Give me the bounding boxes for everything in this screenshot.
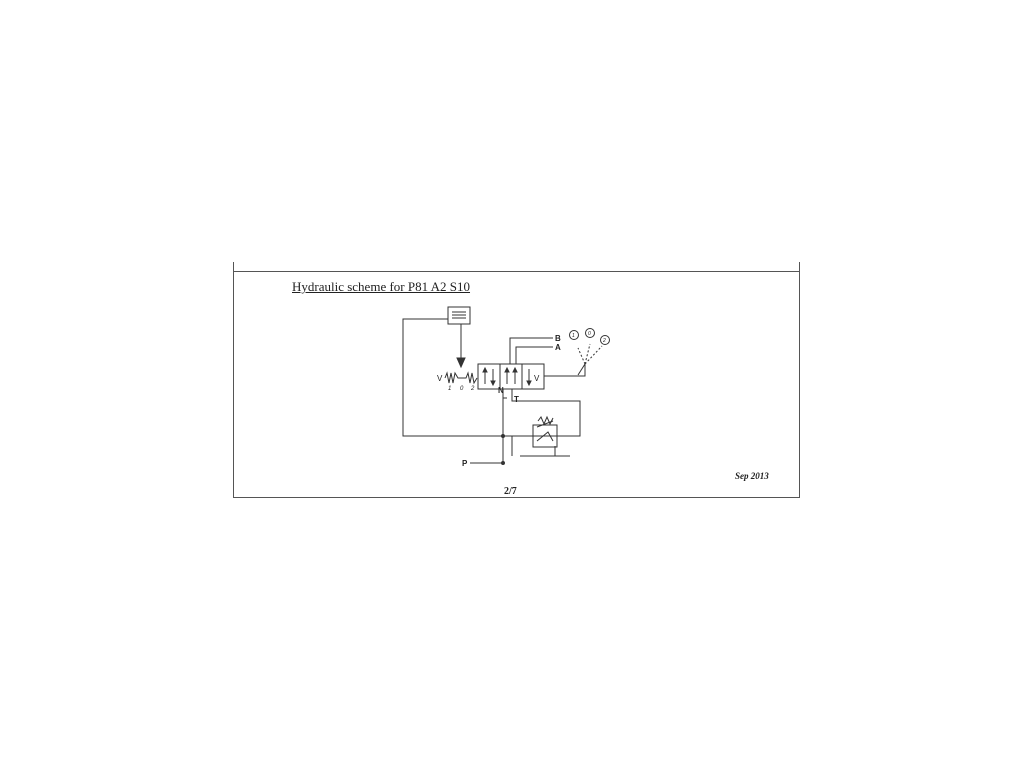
page-frame [233,262,800,498]
top-rule [233,271,800,272]
page-number: 2/7 [504,486,517,497]
date-stamp: Sep 2013 [735,471,769,481]
page-title: Hydraulic scheme for P81 A2 S10 [292,279,471,294]
